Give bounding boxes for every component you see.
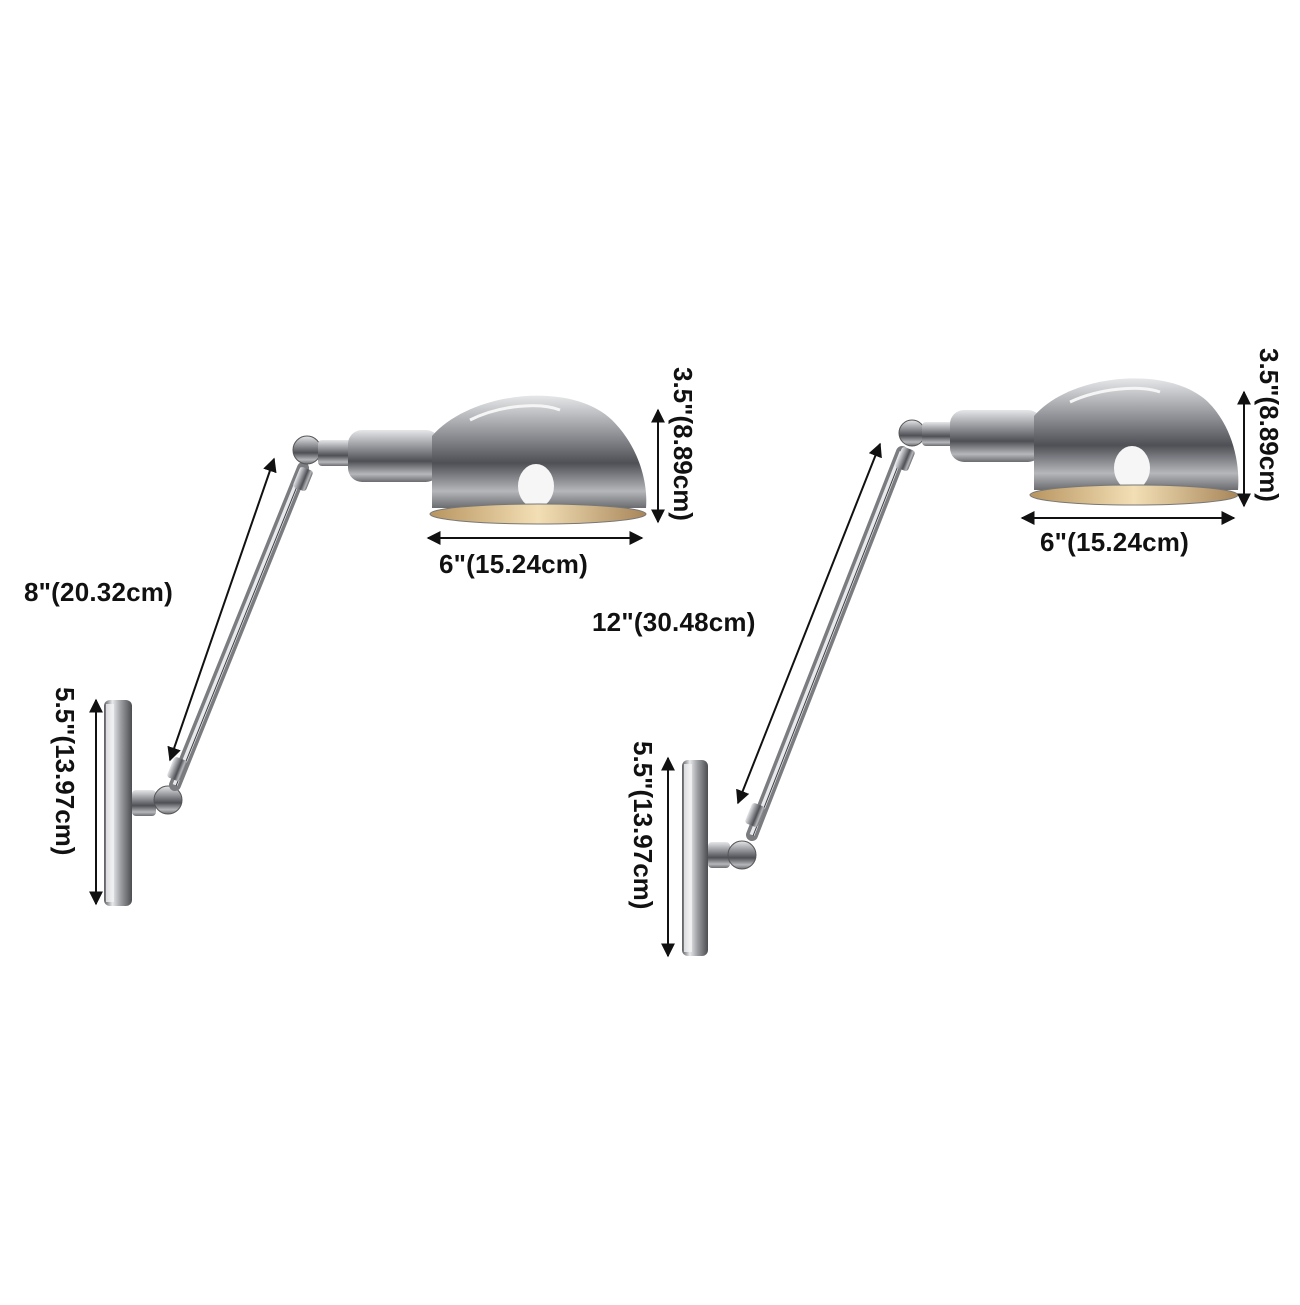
lamp-2-arm-length-label: 12"(30.48cm) xyxy=(592,607,756,637)
lamp-1-shade-width-label: 6"(15.24cm) xyxy=(439,549,588,579)
lamp-1-arm-length-label: 8"(20.32cm) xyxy=(24,577,173,607)
lamp-2 xyxy=(682,378,1239,956)
lamp-1-backplate-height-label: 5.5"(13.97cm) xyxy=(50,687,80,856)
lamp-2-backplate-height-label: 5.5"(13.97cm) xyxy=(628,741,658,910)
lamp-2-shade-height-label: 3.5"(8.89cm) xyxy=(1254,348,1284,502)
lamp-1-shade-height-label: 3.5"(8.89cm) xyxy=(668,367,698,521)
lamp-2-shade-width-label: 6"(15.24cm) xyxy=(1040,527,1189,557)
lamp-1 xyxy=(104,395,647,906)
shade xyxy=(432,395,647,508)
shade xyxy=(1034,378,1239,490)
